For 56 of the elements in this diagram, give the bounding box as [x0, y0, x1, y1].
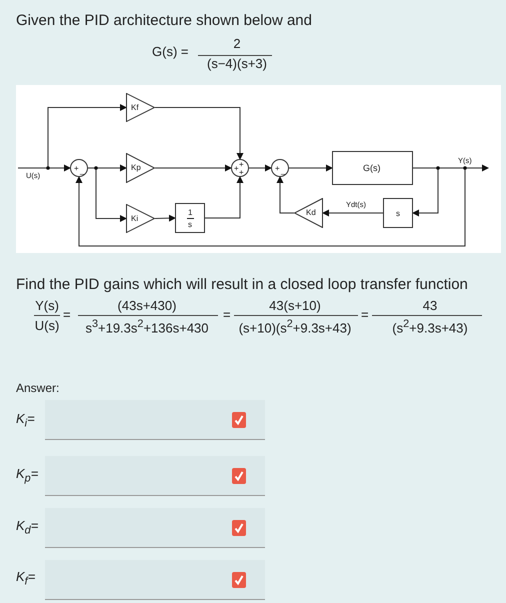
sign-text: _ [80, 166, 84, 175]
block-label: Ki [131, 214, 138, 223]
arrow [76, 168, 466, 246]
math-term: = [361, 307, 369, 322]
block-label: Kd [306, 208, 316, 217]
arrow [322, 210, 384, 216]
math-term: (s$^{2}$+9.3s+43) [392, 318, 468, 336]
question-text: Answer: [16, 381, 60, 395]
arrow [412, 168, 438, 216]
block-label: s [188, 220, 192, 229]
gain-triangle [126, 204, 155, 233]
sign-text: + [239, 160, 244, 169]
gain-triangle [126, 93, 155, 122]
field-label: K$_{f}$= [16, 569, 36, 588]
math-term: 43(s+10) [269, 298, 321, 313]
sign-text: + [275, 164, 280, 173]
gain-triangle [126, 153, 155, 183]
plant-block [332, 151, 413, 185]
block-label: Kp [131, 163, 141, 172]
math-term: U(s) [34, 318, 60, 333]
question-text: G(s) = [152, 44, 188, 59]
arrow [154, 214, 176, 222]
arrow [154, 107, 244, 160]
math-term: = [223, 307, 231, 322]
arrow [276, 176, 294, 214]
math-term: = [63, 307, 71, 322]
sign-text: _ [281, 166, 286, 175]
math-term: 2 [233, 36, 241, 51]
math-term: 43 [422, 298, 438, 313]
question-text: Find the PID gains which will result in a closed loop transfer function [16, 276, 468, 293]
arrow [18, 164, 71, 172]
arrow [204, 176, 244, 218]
sign-text: + [74, 164, 79, 173]
field-label: K$_{p}$= [16, 466, 38, 485]
field-label: K$_{i}$= [16, 411, 35, 430]
math-term: Y(s) [35, 298, 59, 313]
integrator-block [175, 203, 205, 233]
math-term: (s+10)(s$^{2}$+9.3s+43) [238, 318, 352, 336]
derivative-block [383, 198, 413, 228]
block-label: Kf [131, 103, 139, 112]
arrow [288, 164, 333, 172]
question-text: Given the PID architecture shown below and [16, 12, 312, 29]
block-label: 1 [188, 208, 192, 217]
block-label: G(s) [363, 164, 380, 173]
arrow [48, 104, 127, 168]
arrow [154, 164, 232, 172]
arrow [88, 168, 127, 222]
math-term: (s−4)(s+3) [207, 56, 267, 71]
block-label: s [396, 209, 400, 218]
gain-triangle [294, 198, 323, 228]
arrow [248, 164, 272, 172]
sign-text: + [234, 164, 239, 173]
math-term: (43s+430) [118, 298, 176, 313]
math-term: s$^{3}$+19.3s$^{2}$+136s+430 [85, 318, 209, 336]
sign-text: + [239, 168, 244, 177]
field-label: K$_{d}$= [16, 518, 38, 537]
